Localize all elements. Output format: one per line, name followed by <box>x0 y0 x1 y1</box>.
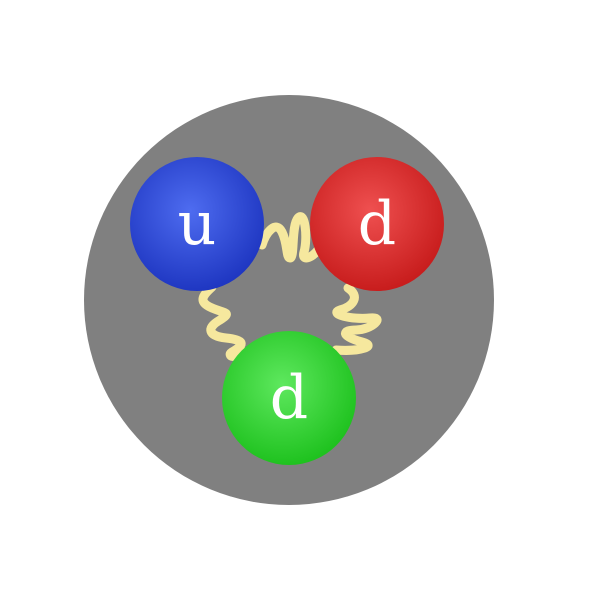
quark-d-bottom-label: d <box>270 363 308 433</box>
quark-u-label: u <box>178 189 217 259</box>
quark-d-top: d <box>310 157 444 291</box>
quark-u: u <box>130 157 264 291</box>
quark-d-top-label: d <box>358 189 396 259</box>
quark-d-bottom: d <box>222 331 356 465</box>
